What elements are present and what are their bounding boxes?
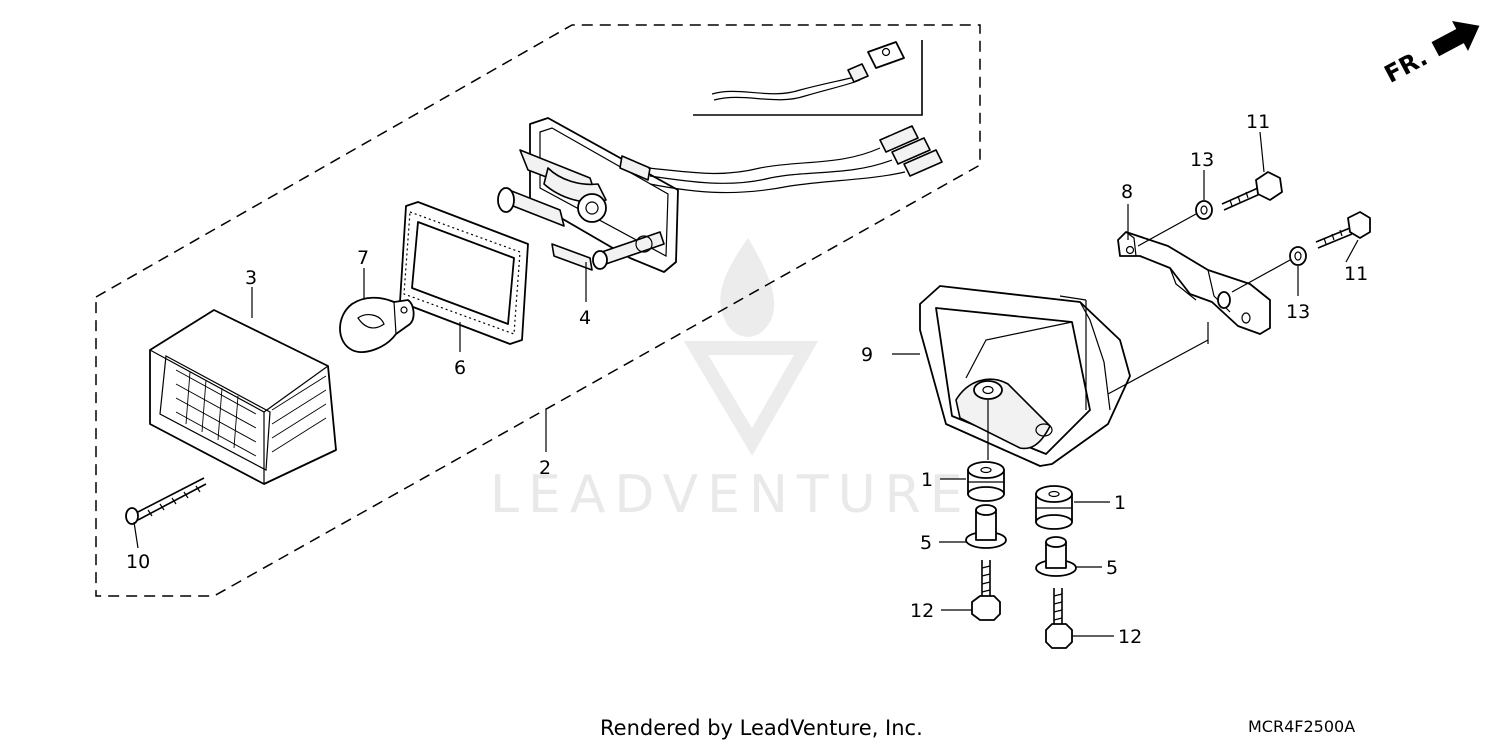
part-4-light-base — [497, 117, 943, 273]
callout-2: 2 — [539, 457, 551, 479]
callout-13-upper: 13 — [1190, 149, 1214, 171]
callout-1-right: 1 — [1114, 492, 1126, 514]
callout-9: 9 — [861, 344, 873, 366]
part-7-bulb — [339, 296, 415, 353]
harness-inset — [693, 40, 923, 116]
part-3-lens — [149, 309, 337, 485]
callout-8: 8 — [1121, 181, 1133, 203]
part-9-light-case — [919, 285, 1209, 467]
part-13-washer-upper — [1137, 200, 1213, 247]
front-label: FR. — [1380, 43, 1432, 89]
part-12-bolt-left — [971, 560, 1001, 621]
watermark-logo-icon — [683, 238, 819, 456]
part-6-gasket — [399, 201, 529, 345]
callout-11-upper: 11 — [1246, 111, 1270, 133]
front-direction-indicator: FR. — [1380, 21, 1480, 89]
part-5-collar-left — [965, 504, 1007, 549]
part-5-collar-right — [1035, 536, 1077, 577]
callout-3: 3 — [245, 267, 257, 289]
rendered-by-caption: Rendered by LeadVenture, Inc. — [600, 716, 923, 740]
watermark-text: LEADVENTURE — [490, 465, 972, 525]
part-10-screw — [125, 477, 207, 525]
callout-7: 7 — [357, 247, 369, 269]
callout-13-lower: 13 — [1286, 301, 1310, 323]
callout-5-left: 5 — [920, 532, 932, 554]
leader-lines — [133, 131, 1359, 637]
part-1-grommet-right — [1035, 485, 1073, 530]
part-1-grommet-left — [967, 400, 1005, 502]
assembly-boundary — [95, 24, 981, 597]
watermark: LEADVENTURE — [490, 238, 972, 525]
part-12-bolt-right — [1045, 588, 1073, 649]
front-arrow-icon — [1431, 21, 1480, 57]
callout-11-lower: 11 — [1344, 263, 1368, 285]
callout-12-left: 12 — [910, 600, 934, 622]
callout-5-right: 5 — [1106, 557, 1118, 579]
callout-numbers: 3 7 6 4 2 10 9 8 13 11 11 13 1 1 5 5 12 … — [126, 111, 1368, 648]
part-8-stay — [1117, 231, 1271, 344]
part-11-bolt-lower — [1315, 211, 1371, 249]
callout-12-right: 12 — [1118, 626, 1142, 648]
callout-4: 4 — [579, 307, 591, 329]
part-13-washer-lower — [1231, 246, 1307, 293]
callout-6: 6 — [454, 357, 466, 379]
callout-1-left: 1 — [921, 469, 933, 491]
diagram-code: MCR4F2500A — [1248, 717, 1356, 736]
part-11-bolt-upper — [1221, 171, 1283, 211]
callout-10: 10 — [126, 551, 150, 573]
